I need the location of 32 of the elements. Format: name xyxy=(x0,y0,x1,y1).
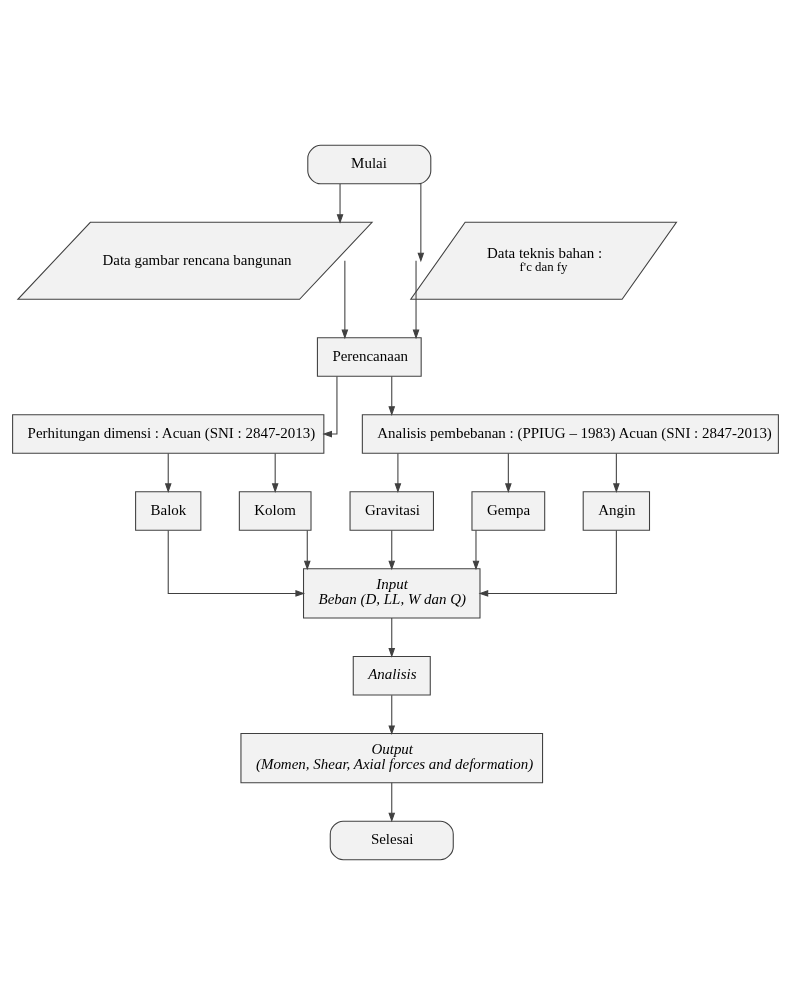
arrow xyxy=(336,182,344,224)
node-box: Angin xyxy=(582,490,651,531)
arrow xyxy=(341,259,349,339)
node-box: Perhitungan dimensi : Acuan (SNI : 2847-2013) xyxy=(12,413,325,454)
arrow xyxy=(322,375,338,437)
node-box: Perencanaan xyxy=(316,336,422,377)
arrow xyxy=(388,694,396,735)
node-box: Analisis pembebanan : (PPIUG – 1983) Acuan (SNI : 2847-2013) xyxy=(361,413,779,454)
arrow xyxy=(388,375,396,416)
arrow xyxy=(303,529,311,570)
arrow xyxy=(167,529,306,597)
node-box: Kolom xyxy=(238,490,312,531)
arrow xyxy=(388,781,396,822)
arrow xyxy=(412,259,420,339)
node-box: Gempa xyxy=(471,490,546,531)
arrow xyxy=(472,529,480,570)
node-box: Balok xyxy=(135,490,202,531)
node-box: Input Beban (D, LL, W dan Q) xyxy=(303,567,481,619)
node-box: Analisis xyxy=(352,655,431,696)
node-box: Selesai xyxy=(329,820,454,860)
node-box: Mulai xyxy=(307,144,432,184)
node-box: Output (Momen, Shear, Axial forces and deformation) xyxy=(240,732,544,783)
node-box: Gravitasi xyxy=(349,490,434,531)
arrow xyxy=(394,452,402,493)
arrow xyxy=(164,452,172,493)
arrow xyxy=(613,452,620,493)
arrow xyxy=(388,529,396,570)
arrow xyxy=(388,617,396,658)
arrow xyxy=(504,452,512,493)
arrow xyxy=(417,182,425,262)
arrow xyxy=(271,452,279,493)
arrow xyxy=(478,529,617,597)
